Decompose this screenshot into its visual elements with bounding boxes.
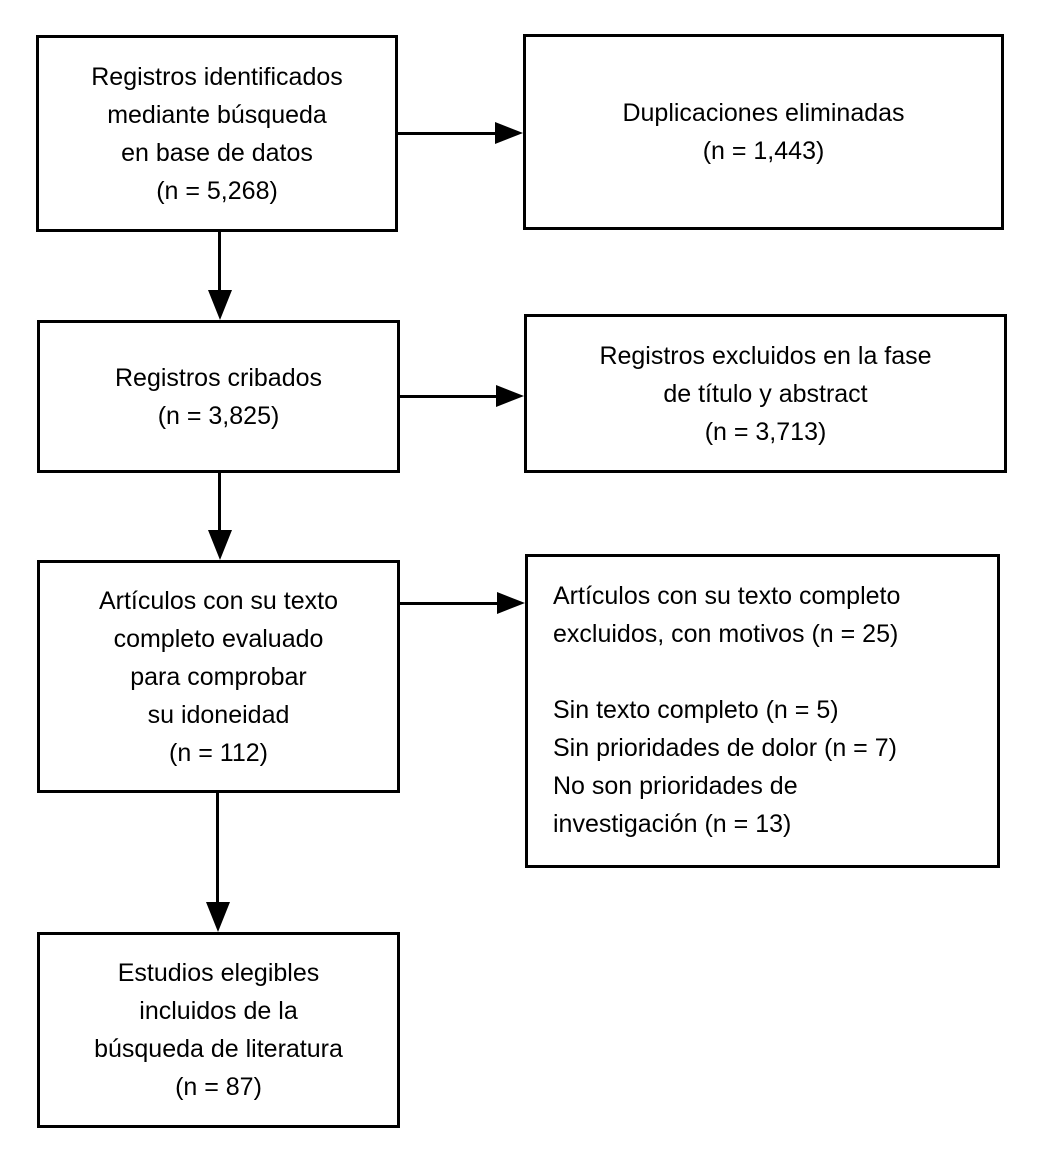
arrow-head-right-icon: [497, 592, 525, 614]
arrow-shaft: [216, 793, 219, 902]
arrow-fulltext-to-excluded: [400, 592, 525, 614]
box-records-screened: Registros cribados (n = 3,825): [37, 320, 400, 473]
arrow-shaft: [400, 602, 497, 605]
arrow-head-down-icon: [208, 530, 232, 560]
box-text-line: completo evaluado: [113, 624, 324, 653]
box-count-line: (n = 1,443): [702, 137, 825, 165]
box-text-line: su idoneidad: [147, 700, 290, 729]
arrow-shaft: [218, 232, 221, 290]
exclusion-reason-line: investigación (n = 13): [553, 810, 792, 838]
arrow-identified-to-screened: [208, 232, 232, 320]
arrow-shaft: [400, 395, 496, 398]
arrow-screened-to-excluded: [400, 385, 524, 407]
exclusion-reason-line: No son prioridades de: [553, 772, 798, 800]
box-text-line: Duplicaciones eliminadas: [622, 99, 905, 127]
box-text-line: búsqueda de literatura: [94, 1035, 343, 1063]
box-count-line: (n = 112): [169, 738, 268, 767]
arrow-head-right-icon: [496, 385, 524, 407]
box-text-line: Registros excluidos en la fase: [599, 341, 932, 370]
box-text-line: Estudios elegibles: [117, 959, 320, 987]
arrow-identified-to-duplicates: [398, 122, 523, 144]
box-fulltext-assessed: Artículos con su texto completo evaluado…: [37, 560, 400, 793]
arrow-head-down-icon: [206, 902, 230, 932]
box-text-line: Registros cribados: [114, 363, 323, 392]
arrow-head-down-icon: [208, 290, 232, 320]
box-count-line: (n = 3,713): [704, 417, 827, 446]
box-text-line: Artículos con su texto: [98, 586, 338, 615]
arrow-shaft: [398, 132, 495, 135]
box-excluded-title-abstract: Registros excluidos en la fase de título…: [524, 314, 1007, 473]
box-text-line: Registros identificados: [91, 62, 343, 91]
box-records-identified: Registros identificados mediante búsqued…: [36, 35, 398, 232]
box-count-line: (n = 87): [175, 1073, 262, 1101]
spacer-line: [553, 653, 987, 691]
box-count-line: (n = 3,825): [157, 401, 280, 430]
box-text-line: excluidos, con motivos (n = 25): [553, 620, 899, 648]
arrow-fulltext-to-included: [206, 793, 230, 932]
box-studies-included: Estudios elegibles incluidos de la búsqu…: [37, 932, 400, 1128]
box-text-line: de título y abstract: [663, 379, 868, 408]
box-text-line: mediante búsqueda: [107, 100, 327, 129]
box-count-line: (n = 5,268): [156, 176, 278, 205]
box-text-line: en base de datos: [121, 138, 313, 167]
box-text-line: para comprobar: [130, 662, 307, 691]
exclusion-reason-line: Sin texto completo (n = 5): [553, 696, 839, 724]
box-fulltext-excluded: Artículos con su texto completo excluido…: [525, 554, 1000, 868]
box-text-line: incluidos de la: [139, 997, 298, 1025]
box-duplicates-removed: Duplicaciones eliminadas (n = 1,443): [523, 34, 1004, 230]
arrow-head-right-icon: [495, 122, 523, 144]
box-text-line: Artículos con su texto completo: [553, 582, 901, 610]
exclusion-reason-line: Sin prioridades de dolor (n = 7): [553, 734, 897, 762]
arrow-screened-to-fulltext: [208, 473, 232, 560]
arrow-shaft: [218, 473, 221, 530]
